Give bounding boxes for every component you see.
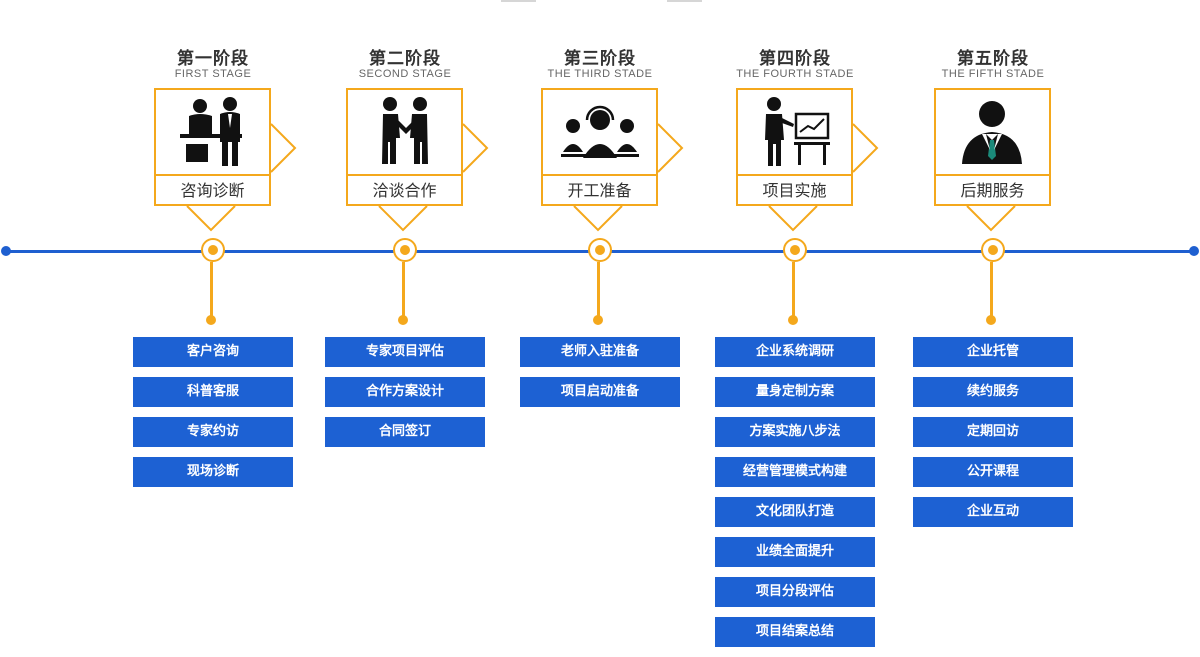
card-divider: [738, 174, 851, 176]
stage-subtitle: THE FIFTH STADE: [941, 68, 1045, 80]
stage-label: 开工准备: [567, 181, 632, 200]
timeline-start-point: [1, 246, 11, 256]
stage-card[interactable]: 后期服务: [934, 88, 1051, 206]
connector-dot: [788, 315, 798, 325]
card-arrows: [186, 123, 297, 232]
connector-dot: [593, 315, 603, 325]
stage-item-button[interactable]: 专家项目评估: [325, 337, 485, 367]
node-dot: [790, 245, 800, 255]
timeline-node[interactable]: [588, 238, 612, 262]
stage-3: 第三阶段 THE THIRD STADE 开工准备 老师入驻准备 项目启动准备: [500, 0, 700, 646]
stage-item-button[interactable]: 公开课程: [913, 457, 1073, 487]
top-decoration-left: [501, 0, 536, 2]
card-arrows: [768, 123, 879, 232]
stage-item-button[interactable]: 项目启动准备: [520, 377, 680, 407]
stage-item-button[interactable]: 项目结案总结: [715, 617, 875, 647]
stage-items: 专家项目评估 合作方案设计 合同签订: [325, 337, 485, 457]
stage-items: 企业系统调研 量身定制方案 方案实施八步法 经营管理模式构建 文化团队打造 业绩…: [715, 337, 875, 657]
stage-item-button[interactable]: 合同签订: [325, 417, 485, 447]
card-arrows: [966, 205, 1016, 232]
stage-item-button[interactable]: 文化团队打造: [715, 497, 875, 527]
stage-label: 后期服务: [960, 181, 1025, 200]
stage-items: 老师入驻准备 项目启动准备: [520, 337, 680, 417]
stage-label: 项目实施: [762, 181, 827, 200]
node-dot: [208, 245, 218, 255]
node-dot: [988, 245, 998, 255]
stage-item-button[interactable]: 业绩全面提升: [715, 537, 875, 567]
consultation-icon: [180, 97, 242, 166]
connector-line: [210, 262, 213, 317]
stage-1: 第一阶段 FIRST STAGE 咨询诊断 客户咨询 科普客服 专家约访 现场诊…: [113, 0, 313, 646]
stage-title: 第一阶段: [177, 49, 249, 69]
card-divider: [156, 174, 269, 176]
stage-subtitle: THE THIRD STADE: [547, 68, 653, 80]
connector-line: [990, 262, 993, 317]
stage-item-button[interactable]: 合作方案设计: [325, 377, 485, 407]
stage-item-button[interactable]: 量身定制方案: [715, 377, 875, 407]
stage-item-button[interactable]: 现场诊断: [133, 457, 293, 487]
stage-subtitle: THE FOURTH STADE: [736, 68, 854, 80]
connector-line: [597, 262, 600, 317]
stage-item-button[interactable]: 项目分段评估: [715, 577, 875, 607]
node-dot: [400, 245, 410, 255]
stage-item-button[interactable]: 方案实施八步法: [715, 417, 875, 447]
timeline-node[interactable]: [783, 238, 807, 262]
connector-line: [792, 262, 795, 317]
presentation-icon: [765, 97, 830, 166]
stage-title: 第四阶段: [759, 49, 831, 69]
card-divider: [936, 174, 1049, 176]
stage-item-button[interactable]: 专家约访: [133, 417, 293, 447]
stage-item-button[interactable]: 定期回访: [913, 417, 1073, 447]
stage-item-button[interactable]: 企业系统调研: [715, 337, 875, 367]
connector-dot: [986, 315, 996, 325]
card-divider: [348, 174, 461, 176]
top-decoration-right: [667, 0, 702, 2]
stage-item-button[interactable]: 企业互动: [913, 497, 1073, 527]
stage-title: 第二阶段: [369, 49, 441, 69]
service-person-icon: [962, 101, 1022, 164]
stage-2: 第二阶段 SECOND STAGE 洽谈合作 专家项目评估 合作方案设计 合同签…: [305, 0, 505, 646]
card-divider: [543, 174, 656, 176]
card-arrows: [573, 123, 684, 232]
card-arrows: [378, 123, 489, 232]
node-dot: [595, 245, 605, 255]
stage-subtitle: SECOND STAGE: [358, 68, 452, 80]
stage-title: 第五阶段: [957, 49, 1029, 69]
stage-item-button[interactable]: 老师入驻准备: [520, 337, 680, 367]
stage-card[interactable]: 咨询诊断: [154, 88, 271, 206]
stage-label: 洽谈合作: [372, 181, 437, 200]
connector-line: [402, 262, 405, 317]
team-headset-icon: [561, 105, 639, 158]
stage-item-button[interactable]: 续约服务: [913, 377, 1073, 407]
timeline-node[interactable]: [393, 238, 417, 262]
handshake-icon: [382, 97, 428, 164]
stage-card[interactable]: 项目实施: [736, 88, 853, 206]
stage-item-button[interactable]: 经营管理模式构建: [715, 457, 875, 487]
stage-title: 第三阶段: [564, 49, 636, 69]
stage-5: 第五阶段 THE FIFTH STADE 后期服务 企业托管 续约服务 定期回访…: [893, 0, 1093, 646]
stage-items: 客户咨询 科普客服 专家约访 现场诊断: [133, 337, 293, 497]
stage-label: 咨询诊断: [180, 181, 245, 200]
stage-card[interactable]: 洽谈合作: [346, 88, 463, 206]
stage-item-button[interactable]: 客户咨询: [133, 337, 293, 367]
connector-dot: [206, 315, 216, 325]
timeline-node[interactable]: [981, 238, 1005, 262]
stage-item-button[interactable]: 企业托管: [913, 337, 1073, 367]
stage-4: 第四阶段 THE FOURTH STADE 项目实施 企业系统调研 量身定制方案…: [695, 0, 895, 647]
stage-items: 企业托管 续约服务 定期回访 公开课程 企业互动: [913, 337, 1073, 537]
connector-dot: [398, 315, 408, 325]
stage-item-button[interactable]: 科普客服: [133, 377, 293, 407]
timeline-end-point: [1189, 246, 1199, 256]
timeline-node[interactable]: [201, 238, 225, 262]
stage-subtitle: FIRST STAGE: [174, 68, 252, 80]
stage-card[interactable]: 开工准备: [541, 88, 658, 206]
